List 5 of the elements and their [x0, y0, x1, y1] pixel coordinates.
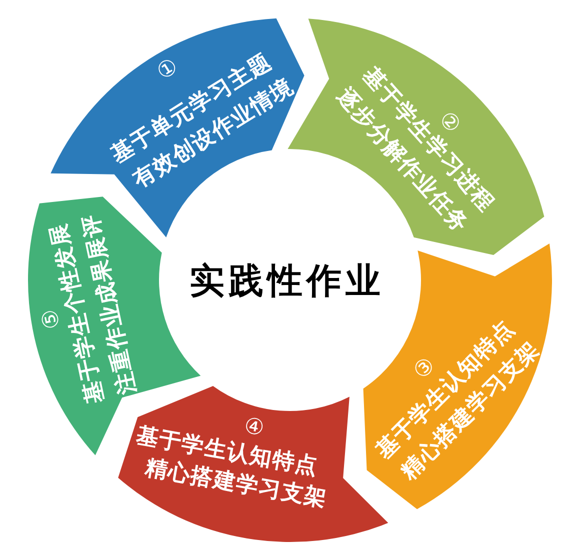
- step-number: ①: [153, 55, 182, 85]
- step-number: ④: [242, 416, 266, 441]
- center-title: 实践性作业: [190, 264, 384, 300]
- step-number: ⑤: [38, 306, 64, 331]
- step-number: ③: [410, 354, 440, 384]
